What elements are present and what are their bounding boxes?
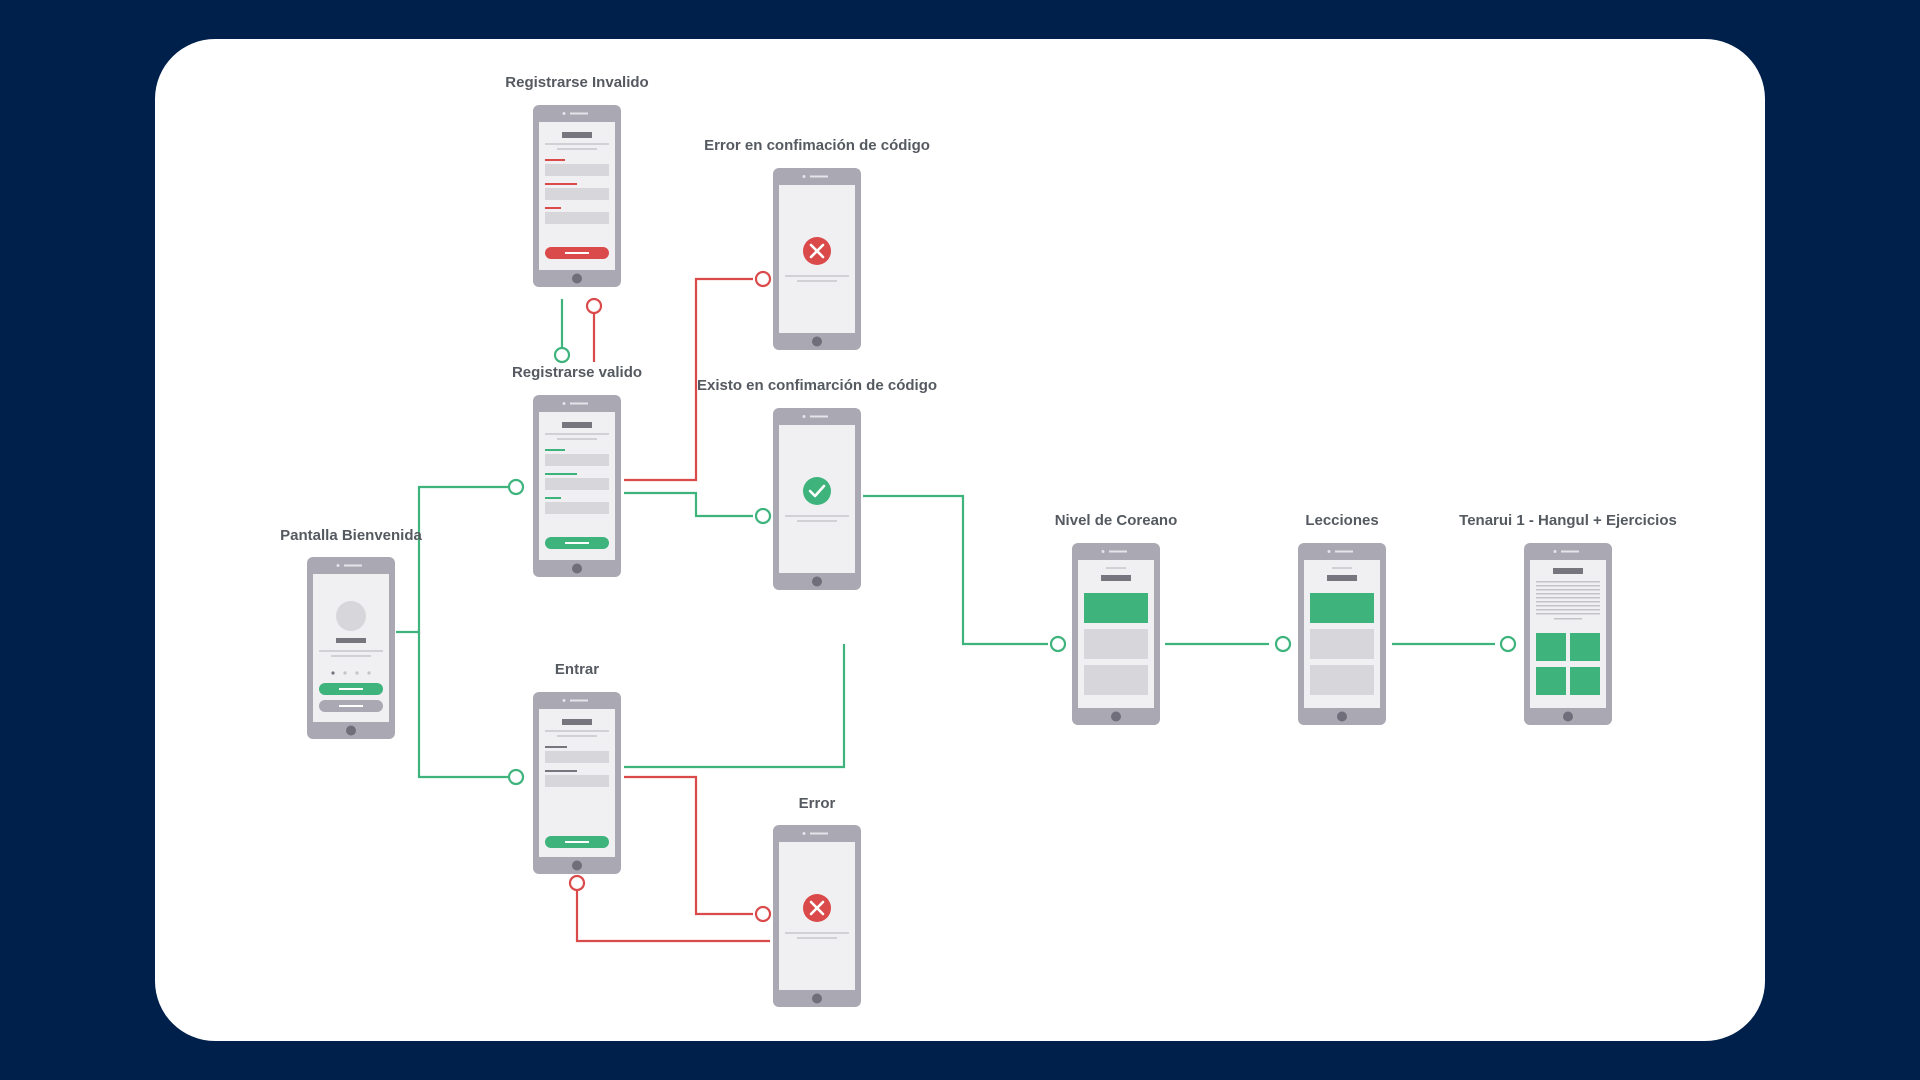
label-error-confirmacion: Error en confimación de código — [704, 137, 930, 154]
phone-nivel-coreano — [1072, 543, 1160, 725]
label-tenarui: Tenarui 1 - Hangul + Ejercicios — [1459, 512, 1677, 529]
connector-node — [585, 297, 603, 315]
label-pantalla-bienvenida: Pantalla Bienvenida — [280, 527, 422, 544]
phone-error — [773, 825, 861, 1007]
connector-node — [754, 905, 772, 923]
error-connectors — [575, 277, 770, 943]
success-connectors — [396, 299, 1495, 779]
connector-node — [754, 507, 772, 525]
diagram-canvas — [155, 39, 1765, 1041]
label-entrar: Entrar — [554, 661, 600, 678]
connector-node — [507, 768, 525, 786]
phone-entrar — [533, 692, 621, 874]
phone-registrarse-invalido — [533, 105, 621, 287]
connector-node — [1274, 635, 1292, 653]
label-exito-confirmacion: Existo en confimarción de código — [696, 377, 938, 394]
connector-node — [568, 874, 586, 892]
label-registrarse-valido: Registrarse valido — [511, 364, 643, 381]
label-error: Error — [798, 795, 836, 812]
connector-node — [507, 478, 525, 496]
phone-tenarui — [1524, 543, 1612, 725]
connector-node — [1049, 635, 1067, 653]
phone-error-confirmacion — [773, 168, 861, 350]
phone-registrarse-valido — [533, 395, 621, 577]
label-registrarse-invalido: Registrarse Invalido — [505, 74, 649, 91]
label-nivel-coreano: Nivel de Coreano — [1054, 512, 1178, 529]
label-lecciones: Lecciones — [1305, 512, 1379, 529]
phone-pantalla-bienvenida — [307, 557, 395, 739]
connector-node — [1499, 635, 1517, 653]
connector-node — [553, 346, 571, 364]
phone-exito-confirmacion — [773, 408, 861, 590]
connector-node — [754, 270, 772, 288]
phone-lecciones — [1298, 543, 1386, 725]
